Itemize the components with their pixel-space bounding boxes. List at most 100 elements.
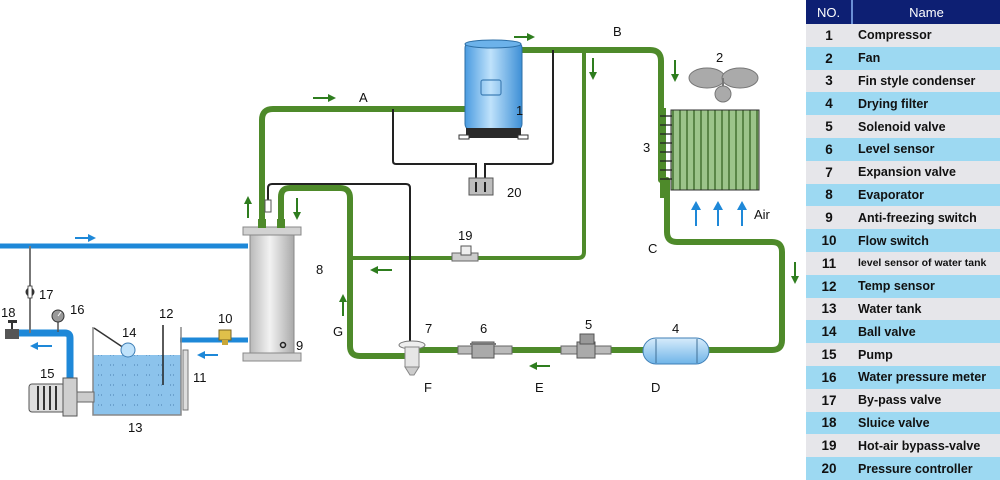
legend-number: 18	[806, 411, 852, 435]
legend-name: level sensor of water tank	[852, 251, 1000, 275]
arrow-down-icon	[589, 58, 597, 80]
legend-name: Fin style condenser	[852, 69, 1000, 93]
sluice-valve	[5, 320, 19, 339]
bypass-valve	[25, 285, 35, 299]
label-level-sensor: 6	[480, 321, 487, 336]
legend-header-no: NO.	[806, 0, 853, 24]
legend-name: Water pressure meter	[852, 365, 1000, 389]
legend-name: By-pass valve	[852, 388, 1000, 412]
point-label-d: D	[651, 380, 660, 395]
legend-number: 7	[806, 160, 852, 184]
legend-header-name: Name	[852, 0, 1000, 24]
label-pressure-controller: 20	[507, 185, 521, 200]
arrow-right-icon	[514, 33, 535, 41]
legend-number: 5	[806, 115, 852, 138]
label-temp-sensor: 12	[159, 306, 173, 321]
legend-name: Sluice valve	[852, 411, 1000, 435]
legend-name: Pressure controller	[852, 457, 1000, 480]
pressure-controller	[468, 177, 494, 196]
expansion-valve	[398, 340, 426, 376]
level-sensor	[457, 341, 513, 359]
arrow-right-icon	[313, 94, 336, 102]
legend-name: Solenoid valve	[852, 115, 1000, 138]
legend-number: 12	[806, 274, 852, 298]
legend-number: 8	[806, 183, 852, 207]
legend-number: 10	[806, 229, 852, 252]
legend-name: Drying filter	[852, 92, 1000, 116]
legend-name: Flow switch	[852, 229, 1000, 252]
legend-number: 6	[806, 137, 852, 161]
label-solenoid-valve: 5	[585, 317, 592, 332]
legend-number: 20	[806, 457, 852, 480]
legend-name: Expansion valve	[852, 160, 1000, 184]
arrow-left-icon	[197, 351, 218, 359]
arrow-left-icon	[30, 342, 52, 350]
fin-condenser	[660, 108, 760, 198]
label-compressor: 1	[516, 103, 523, 118]
label-ball-valve: 14	[122, 325, 136, 340]
arrow-left-icon	[529, 362, 550, 370]
legend-number: 13	[806, 297, 852, 321]
legend-name: Temp sensor	[852, 274, 1000, 298]
chiller-diagram: A B C D E F G 1 2 3 4 5 6 7 8 9 10 11 12…	[0, 24, 799, 435]
arrow-left-icon	[370, 266, 392, 274]
flow-switch	[218, 329, 232, 345]
legend-number: 11	[806, 251, 852, 275]
point-label-b: B	[613, 24, 622, 39]
arrow-down-icon	[791, 262, 799, 284]
liquid-line-c	[664, 177, 785, 353]
label-flow-switch: 10	[218, 311, 232, 326]
legend-number: 19	[806, 434, 852, 458]
legend-number: 3	[806, 69, 852, 93]
point-labels: A B C D E F G	[333, 24, 660, 395]
label-tank-level-sensor: 11	[193, 370, 207, 385]
point-label-c: C	[648, 241, 657, 256]
legend-name: Pump	[852, 343, 1000, 366]
legend-number: 4	[806, 92, 852, 116]
water-flow-arrows	[30, 234, 218, 359]
pump-discharge-line	[18, 329, 74, 380]
label-bypass-valve: 17	[39, 287, 53, 302]
point-label-e: E	[535, 380, 544, 395]
label-water-tank: 13	[128, 420, 142, 435]
label-hot-air-bypass-valve: 19	[458, 228, 472, 243]
compressor	[458, 39, 529, 140]
label-anti-freezing-switch: 9	[296, 338, 303, 353]
arrow-up-icon	[244, 196, 252, 218]
arrow-up-icon	[339, 294, 347, 316]
label-fan: 2	[716, 50, 723, 65]
legend-name: Ball valve	[852, 320, 1000, 344]
legend-number: 2	[806, 46, 852, 70]
air-label: Air	[754, 207, 771, 222]
water-circuit	[0, 243, 248, 380]
label-expansion-valve: 7	[425, 321, 432, 336]
label-pump: 15	[40, 366, 54, 381]
control-lines	[267, 50, 554, 345]
water-tank	[92, 325, 189, 416]
pump	[28, 377, 95, 417]
legend-name: Evaporator	[852, 183, 1000, 207]
ball-valve-arm	[93, 327, 125, 349]
label-drying-filter: 4	[672, 321, 679, 336]
fan-icon	[688, 67, 759, 103]
label-condenser: 3	[643, 140, 650, 155]
hot-gas-bypass-line	[348, 48, 586, 260]
discharge-line-b	[519, 47, 664, 183]
legend-name: Hot-air bypass-valve	[852, 434, 1000, 458]
refrigerant-flow-arrows	[244, 33, 799, 370]
